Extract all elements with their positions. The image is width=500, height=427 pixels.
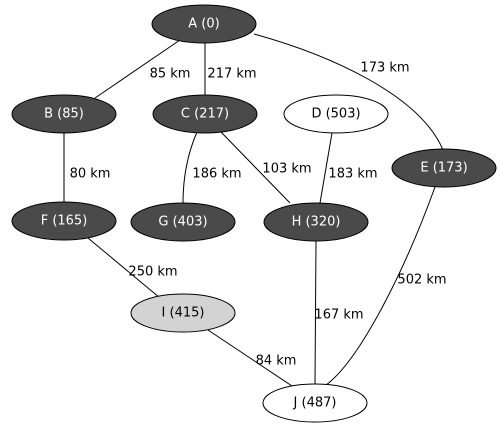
- node-ellipse: [130, 202, 236, 242]
- edge-line: [314, 240, 317, 385]
- node-H: H (320): [263, 202, 369, 242]
- node-G: G (403): [130, 202, 236, 242]
- edge-label: 173 km: [360, 61, 409, 76]
- node-ellipse: [262, 383, 368, 423]
- edge-A-B: 85 km: [94, 39, 191, 99]
- edges-layer: 85 km 217 km 173 km 80 km 186 km 103 km 183 km…: [63, 33, 447, 387]
- node-ellipse: [11, 201, 117, 241]
- node-F: F (165): [11, 201, 117, 241]
- node-label: C (217): [181, 107, 229, 122]
- node-label: F (165): [41, 214, 88, 229]
- node-label: D (503): [311, 107, 360, 122]
- edge-B-F: 80 km: [63, 133, 111, 202]
- nodes-layer: A (0) B (85) C (217) D (503) E (173) F (165) G…: [11, 4, 497, 423]
- node-label: H (320): [292, 215, 341, 230]
- edge-D-H: 183 km: [319, 132, 378, 204]
- node-C: C (217): [152, 94, 258, 134]
- edge-line: [87, 237, 161, 299]
- edge-label: 183 km: [328, 167, 377, 182]
- edge-line: [182, 131, 198, 204]
- node-E: E (173): [391, 148, 497, 188]
- edge-line: [319, 132, 333, 204]
- node-ellipse: [152, 94, 258, 134]
- node-label: I (415): [162, 306, 205, 321]
- edge-A-C: 217 km: [204, 43, 257, 95]
- edge-label: 502 km: [397, 273, 446, 288]
- edge-label: 167 km: [314, 308, 363, 323]
- node-J: J (487): [262, 383, 368, 423]
- edge-F-I: 250 km: [87, 237, 178, 299]
- edge-label: 103 km: [262, 162, 311, 177]
- edge-A-E: 173 km: [253, 33, 444, 151]
- edge-I-J: 84 km: [207, 329, 297, 387]
- edge-line: [94, 39, 181, 99]
- node-ellipse: [151, 4, 257, 44]
- edge-label: 250 km: [128, 265, 177, 280]
- node-ellipse: [130, 293, 236, 333]
- node-label: B (85): [44, 107, 84, 122]
- edge-H-J: 167 km: [314, 240, 364, 385]
- edge-line: [207, 329, 293, 387]
- node-D: D (503): [283, 94, 389, 134]
- edge-label: 80 km: [70, 167, 111, 182]
- node-A: A (0): [151, 4, 257, 44]
- edge-C-G: 186 km: [182, 131, 242, 204]
- edge-line: [325, 186, 436, 386]
- node-label: A (0): [188, 17, 219, 32]
- edge-label: 85 km: [150, 67, 191, 82]
- node-label: G (403): [158, 215, 207, 230]
- edge-line: [253, 33, 444, 151]
- edge-label: 186 km: [192, 167, 241, 182]
- node-I: I (415): [130, 293, 236, 333]
- edge-C-H: 103 km: [219, 130, 312, 204]
- edge-label: 84 km: [256, 354, 297, 369]
- edge-label: 217 km: [207, 67, 256, 82]
- node-label: E (173): [420, 161, 467, 176]
- edge-line: [219, 130, 291, 204]
- node-label: J (487): [293, 396, 337, 411]
- node-B: B (85): [11, 94, 117, 134]
- node-ellipse: [263, 202, 369, 242]
- node-ellipse: [391, 148, 497, 188]
- node-ellipse: [11, 94, 117, 134]
- node-ellipse: [283, 94, 389, 134]
- edge-E-J: 502 km: [325, 186, 447, 386]
